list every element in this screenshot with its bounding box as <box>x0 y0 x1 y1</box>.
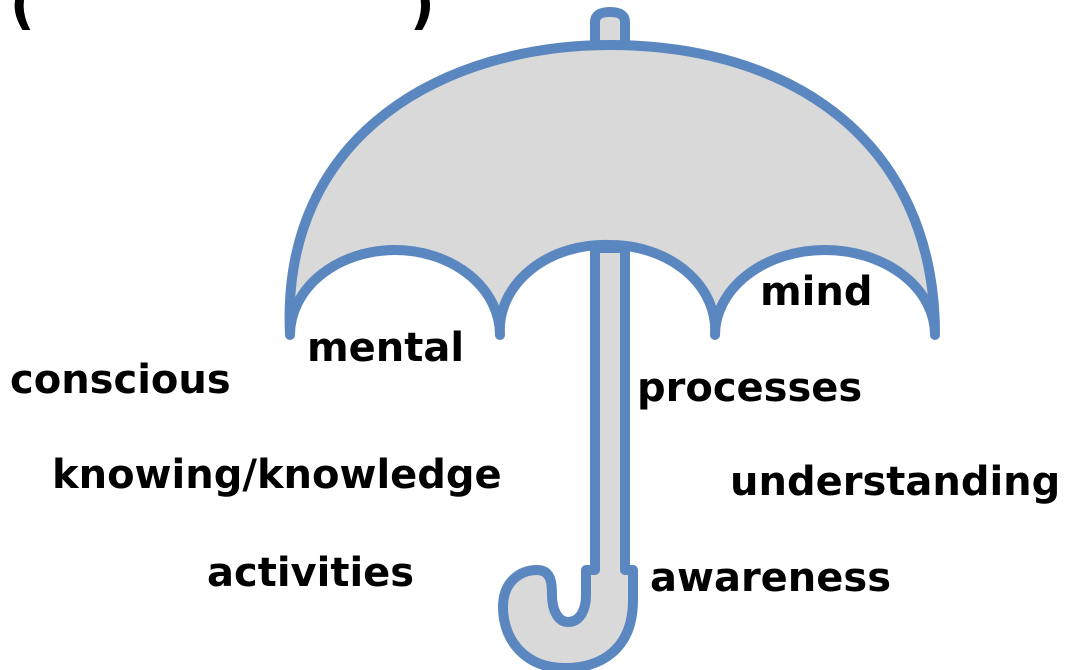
title-fragment-right: ) <box>410 0 435 36</box>
title-fragment-left: ( <box>10 0 35 36</box>
umbrella-canopy <box>284 40 940 340</box>
word-knowing-knowledge: knowing/knowledge <box>52 452 502 498</box>
word-mental: mental <box>307 325 465 371</box>
word-processes: processes <box>637 365 863 411</box>
word-conscious: conscious <box>10 357 231 403</box>
word-awareness: awareness <box>650 555 892 601</box>
word-mind: mind <box>760 269 873 315</box>
umbrella-tip <box>590 7 630 53</box>
word-understanding: understanding <box>730 459 1061 505</box>
word-activities: activities <box>207 550 415 596</box>
umbrella-shaft <box>498 243 638 670</box>
